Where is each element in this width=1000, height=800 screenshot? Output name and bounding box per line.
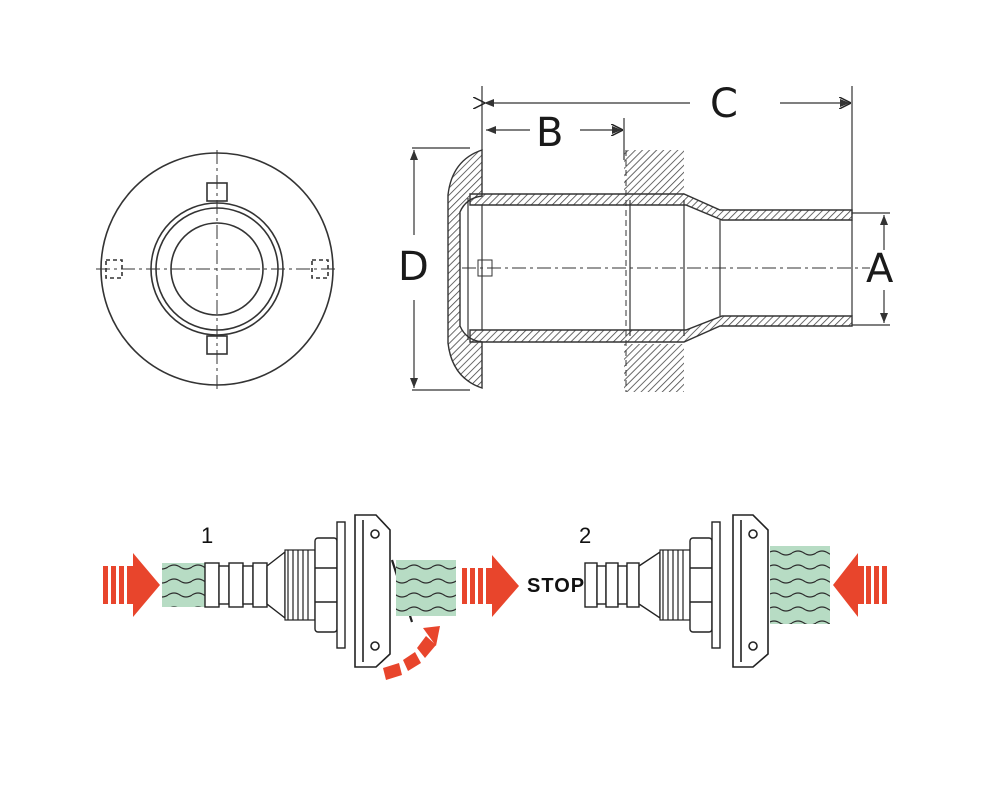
valve-flange-1: [354, 514, 391, 668]
hull-wall-section: [624, 150, 684, 392]
hose-barb-2: [584, 550, 661, 620]
locknut-2: [689, 521, 721, 649]
incoming-flow-arrow-1: [103, 553, 160, 617]
dimension-label-c: C: [710, 81, 738, 127]
step-2-label: 2: [579, 523, 591, 548]
step-1-label: 1: [201, 523, 213, 548]
lug-bottom: [206, 335, 228, 355]
notch-left: [105, 259, 123, 279]
water-inlet-1: [162, 563, 208, 607]
step-2-flow-stopped: 2 STOP: [527, 514, 887, 668]
threaded-body-2: [659, 549, 691, 621]
locknut-1: [314, 521, 346, 649]
side-view: C B D A: [398, 81, 894, 392]
hose-barb-1: [204, 550, 286, 620]
lug-top: [206, 182, 228, 202]
incoming-flow-arrow-2: [833, 553, 887, 617]
fitting-bottom-wall: [469, 315, 853, 343]
dimension-label-b: B: [536, 110, 563, 156]
stop-label: STOP: [527, 575, 585, 597]
valve-flange-2: [732, 514, 769, 668]
water-inlet-2: [770, 546, 830, 624]
fitting-top-wall: [469, 193, 853, 221]
notch-right: [311, 259, 329, 279]
dimension-label-d: D: [398, 244, 429, 290]
front-view: [96, 150, 338, 390]
threaded-body-1: [284, 549, 316, 621]
fitting-flange: [447, 149, 483, 389]
water-outlet-1: [396, 560, 456, 616]
outgoing-flow-arrow-1: [462, 555, 519, 617]
step-1-flow-open: 1: [103, 514, 519, 680]
dimension-label-a: A: [866, 246, 894, 292]
flap-opening-arrow: [383, 626, 440, 680]
